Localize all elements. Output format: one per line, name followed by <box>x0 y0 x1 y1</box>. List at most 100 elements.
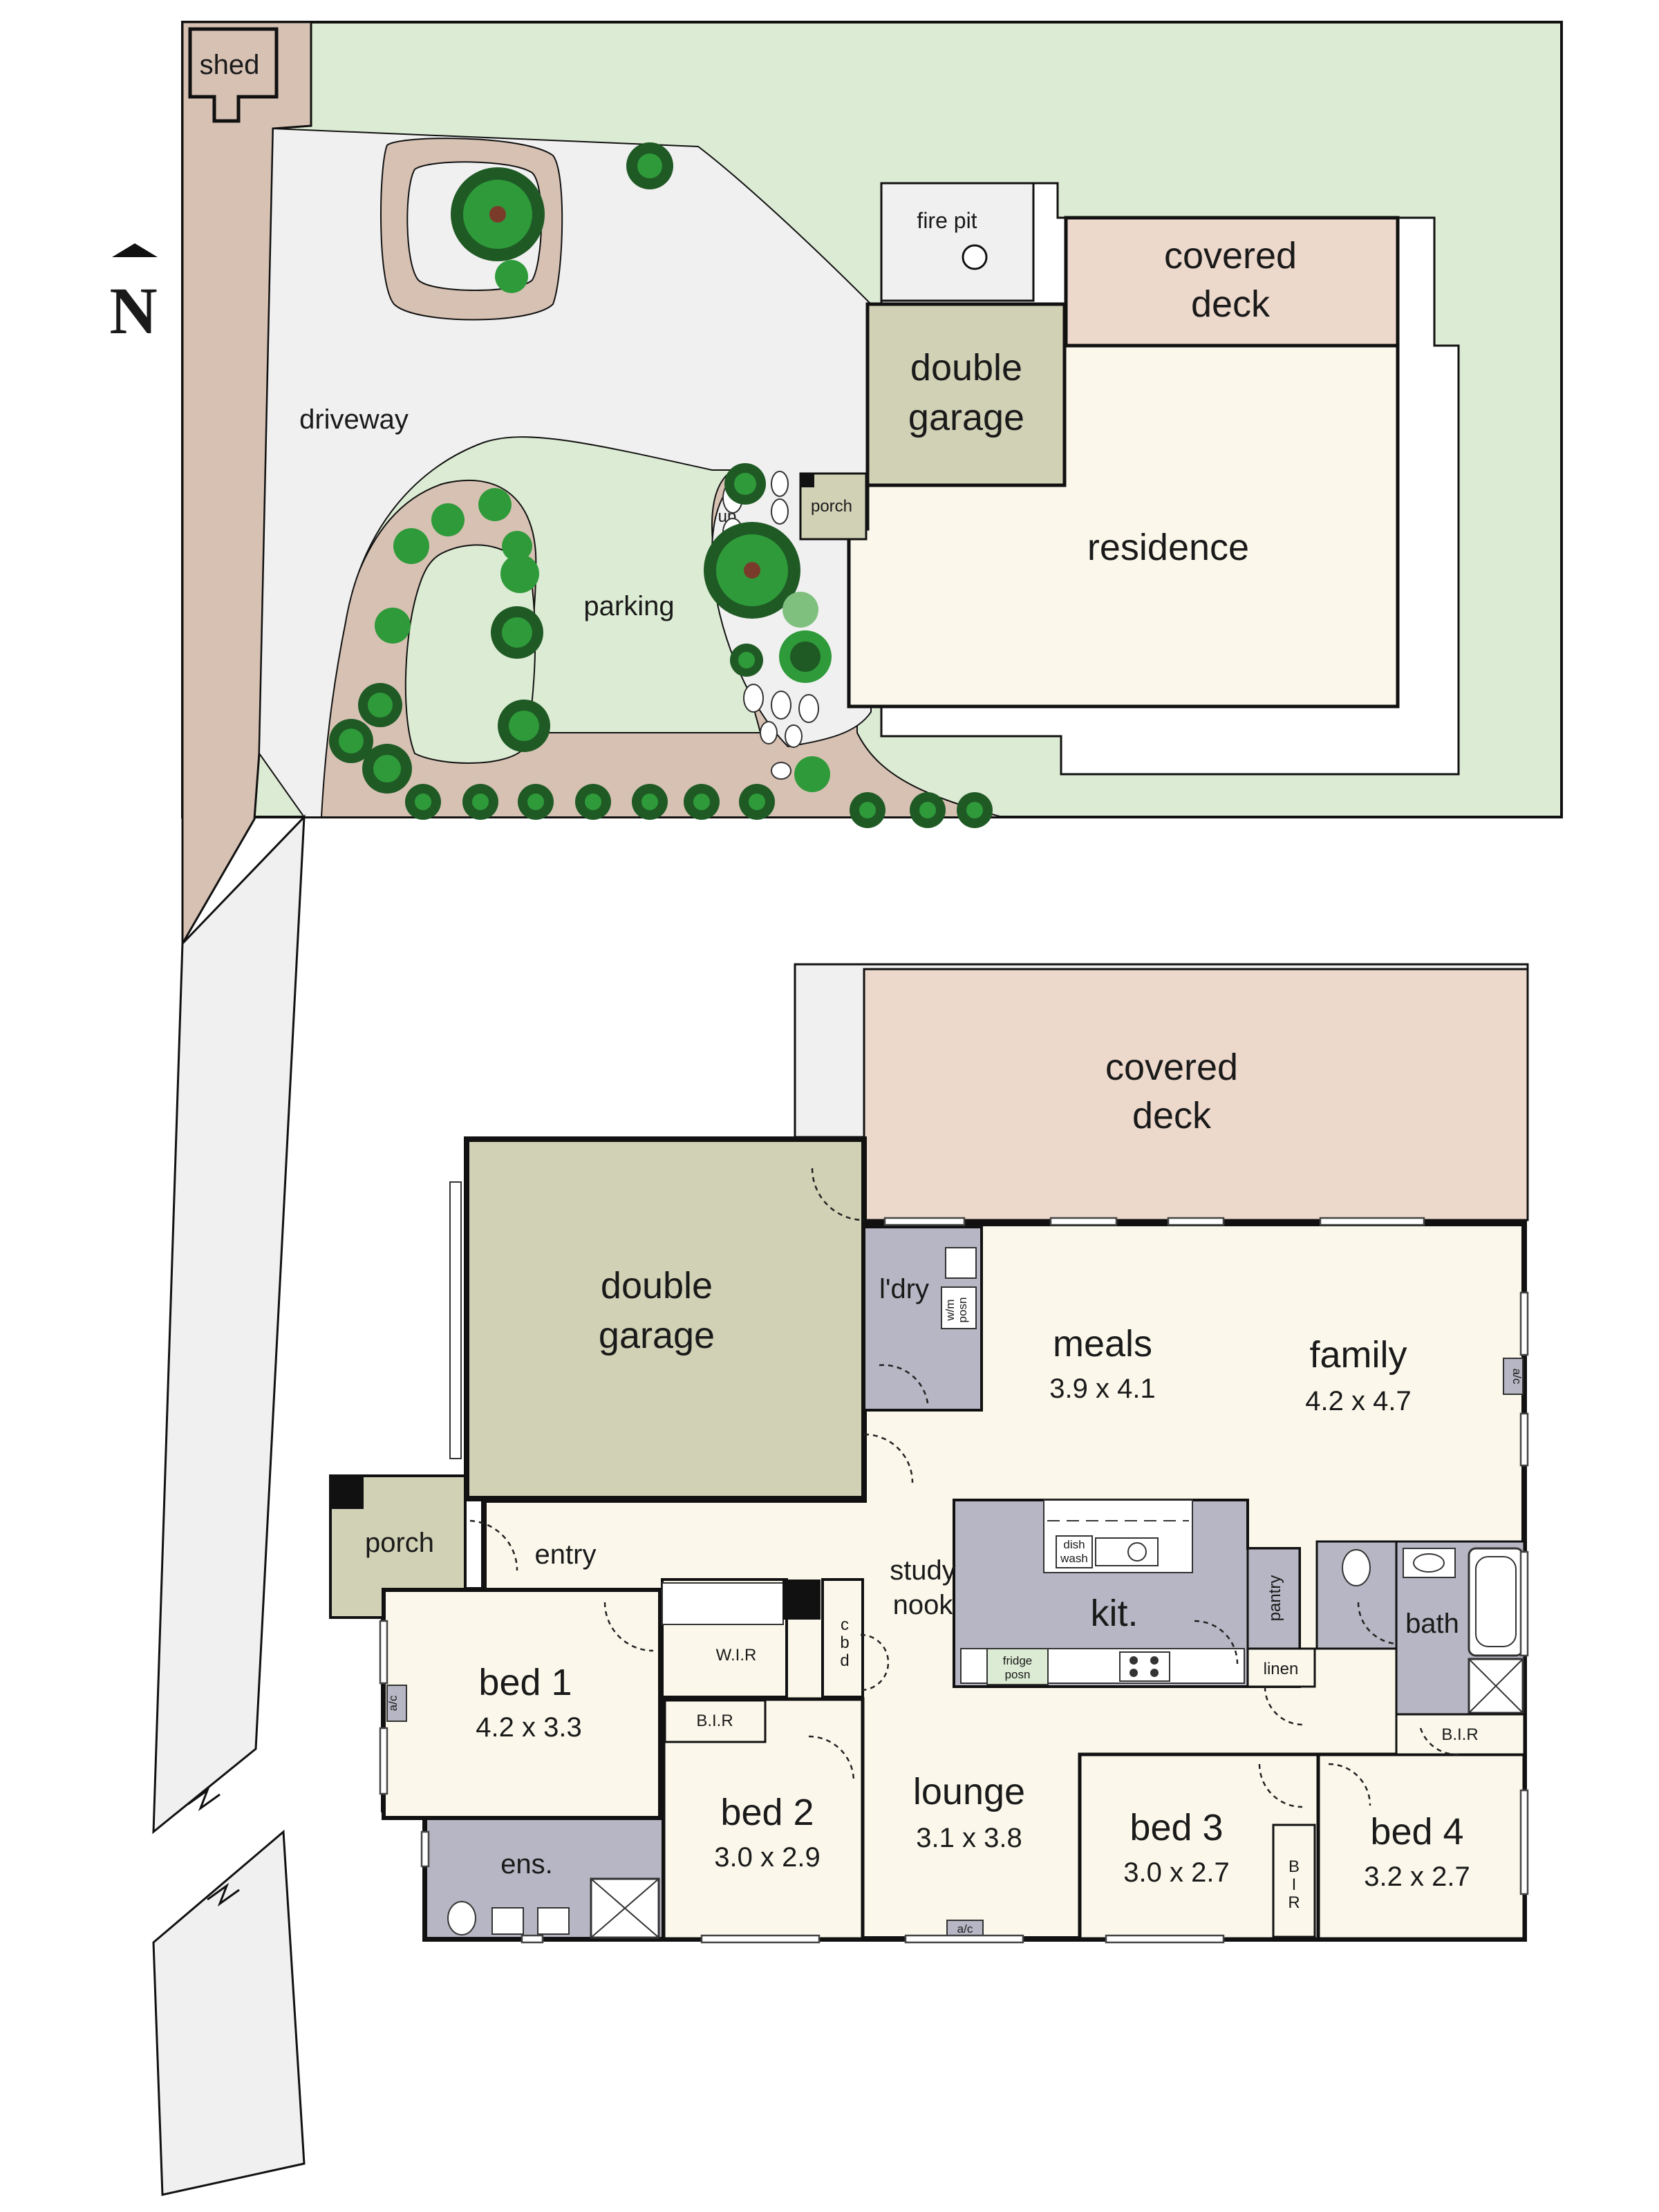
fridge-label-1: fridge <box>1003 1654 1033 1667</box>
wir-label: W.I.R <box>716 1646 757 1665</box>
laundry-trough <box>945 1247 977 1279</box>
toilet <box>1342 1549 1371 1586</box>
dishwasher <box>1056 1535 1093 1568</box>
family-label: family <box>1309 1334 1407 1376</box>
wm-posn-label-1: w/m <box>944 1299 957 1321</box>
covered-deck-label-2: deck <box>1132 1095 1212 1136</box>
wm-posn <box>941 1286 977 1329</box>
linen <box>1246 1647 1316 1688</box>
ensuite-basin-2 <box>537 1907 570 1935</box>
dishwash-label-2: wash <box>1060 1552 1088 1565</box>
double-garage-label-2: garage <box>599 1315 715 1356</box>
shed <box>188 27 279 123</box>
bed-3-bir <box>1272 1824 1316 1938</box>
lounge-size: 3.1 x 3.8 <box>916 1823 1022 1853</box>
family-ac-label: a/c <box>1510 1369 1524 1385</box>
north-arrow: N <box>109 243 158 348</box>
porch-label: porch <box>365 1528 434 1558</box>
driveway-label: driveway <box>299 404 409 435</box>
kitchen-sink <box>1095 1537 1159 1566</box>
site-residence-label: residence <box>1087 527 1249 568</box>
fridge-label-2: posn <box>1005 1668 1031 1681</box>
double-garage <box>464 1136 867 1501</box>
family-ac <box>1503 1358 1524 1395</box>
bed-3-size: 3.0 x 2.7 <box>1123 1857 1229 1888</box>
ensuite-toilet <box>447 1901 476 1936</box>
fridge-posn <box>986 1648 1049 1685</box>
family-size: 4.2 x 4.7 <box>1305 1386 1411 1416</box>
site-plan: shed fire pit covered deck residence dou… <box>181 21 1563 948</box>
wir-post <box>782 1580 821 1620</box>
site-porch-label: porch <box>811 497 852 516</box>
bed-4-size: 3.2 x 2.7 <box>1364 1862 1470 1892</box>
bed-4-label: bed 4 <box>1370 1811 1463 1853</box>
bed-2-label: bed 2 <box>720 1792 814 1833</box>
break-mark-2 <box>207 1882 240 1907</box>
bed-3-bir-label-1: B <box>1288 1857 1300 1876</box>
break-mark-1 <box>187 1787 221 1812</box>
house-plan: covered deck double garage porch entry l… <box>329 963 1529 1944</box>
site-plants <box>329 142 993 828</box>
bathtub-inner <box>1475 1556 1517 1647</box>
shed-label: shed <box>200 50 260 80</box>
bed-4-bir <box>1395 1713 1526 1756</box>
bed-3-bir-label-2: I <box>1292 1875 1297 1894</box>
double-garage-label-1: double <box>601 1265 713 1306</box>
fire-pit <box>962 244 988 270</box>
covered-deck-label-1: covered <box>1105 1047 1238 1088</box>
bed-3-bir-label-3: R <box>1288 1893 1300 1912</box>
site-double-garage-label-1: double <box>910 347 1022 388</box>
fire-pit-area <box>880 182 1035 302</box>
ensuite-basin-1 <box>491 1907 524 1935</box>
windows <box>379 1217 1529 1944</box>
parking-label: parking <box>583 591 674 621</box>
entry-label: entry <box>535 1539 597 1570</box>
bed-4 <box>1316 1752 1526 1941</box>
site-double-garage <box>865 302 1067 487</box>
cbd-label-1: c <box>841 1615 849 1634</box>
north-letter: N <box>109 274 157 348</box>
bed-2-bir <box>664 1699 767 1743</box>
bed-3-label: bed 3 <box>1130 1807 1223 1848</box>
site-covered-deck-label-2: deck <box>1191 283 1271 325</box>
bed-1-label: bed 1 <box>478 1662 572 1703</box>
door-swings <box>469 1168 1459 1808</box>
cooktop <box>1119 1651 1170 1682</box>
wir-shelf <box>662 1582 784 1625</box>
covered-deck-fill <box>863 968 1529 1221</box>
driveway-strip-bottom <box>152 1829 306 2196</box>
vanity-basin <box>1413 1553 1445 1573</box>
study-label-1: study <box>890 1555 956 1586</box>
bath-label: bath <box>1405 1609 1459 1639</box>
meals-label: meals <box>1053 1323 1152 1365</box>
cbd-label-3: d <box>840 1651 849 1670</box>
porch-post <box>330 1476 364 1509</box>
kitchen-label: kit. <box>1090 1593 1138 1634</box>
bed-4-bir-label: B.I.R <box>1441 1725 1478 1744</box>
garage-door <box>449 1181 462 1459</box>
site-covered-deck-label-1: covered <box>1164 235 1297 276</box>
study-label-2: nook <box>893 1590 954 1620</box>
pantry-label: pantry <box>1266 1575 1284 1622</box>
driveway-strip-lower <box>152 814 306 1835</box>
cooktop-burners <box>1130 1656 1159 1677</box>
lounge-ac-label: a/c <box>957 1922 973 1936</box>
site-double-garage-label-2: garage <box>908 397 1024 438</box>
fire-pit-label: fire pit <box>917 208 977 233</box>
dishwash-label-1: dish <box>1063 1538 1085 1551</box>
bed-1-size: 4.2 x 3.3 <box>476 1712 581 1743</box>
wm-posn-label-2: posn <box>956 1297 969 1323</box>
site-covered-deck <box>1064 216 1400 348</box>
laundry-label: l'dry <box>879 1274 929 1304</box>
cbd <box>821 1578 864 1698</box>
lounge-label: lounge <box>913 1771 1025 1812</box>
bed-1-ac-label: a/c <box>386 1695 400 1711</box>
bed-2-bir-label: B.I.R <box>696 1712 733 1730</box>
cbd-label-2: b <box>840 1633 849 1652</box>
meals-size: 3.9 x 4.1 <box>1049 1374 1155 1404</box>
linen-label: linen <box>1264 1660 1299 1678</box>
sink-bowl <box>1127 1542 1147 1562</box>
bed-1 <box>382 1588 662 1820</box>
bed-1-ac <box>386 1685 407 1722</box>
